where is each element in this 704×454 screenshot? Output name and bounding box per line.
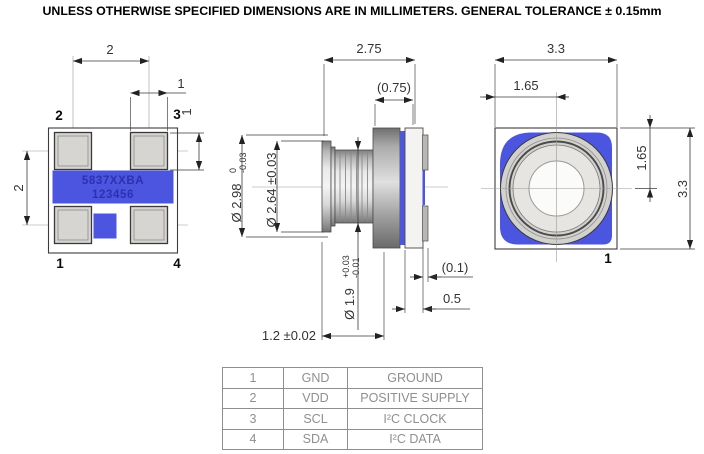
can-barrel <box>334 149 374 224</box>
dim-substrate-thickness: 0.5 <box>443 291 461 306</box>
dim-dia-mid: Ø 2.64 ±0.03 <box>264 152 279 227</box>
pad-4 <box>129 205 169 245</box>
drawing-canvas: 5837XXBA 123456 2 3 1 4 2 1 2 1 <box>11 41 695 343</box>
table-row: 1 GND GROUND <box>222 367 483 389</box>
dim-pad-height: 1 <box>179 108 194 115</box>
pad-label-3: 3 <box>173 107 181 122</box>
pin-table: 1 GND GROUND 2 VDD POSITIVE SUPPLY 3 SCL… <box>222 367 483 450</box>
dim-body-width: 3.3 <box>547 41 565 56</box>
dim-pad-width: 1 <box>177 76 184 91</box>
marking-line1: 5837XXBA <box>82 175 144 187</box>
top-view: 3.3 1.65 1.65 3.3 1 <box>480 41 695 266</box>
pin-number-cell: 3 <box>222 408 284 430</box>
dim-barrel-length: 1.2 ±0.02 <box>262 328 316 343</box>
dim-pad-pitch-horizontal: 2 <box>106 42 113 57</box>
pad-label-1: 1 <box>56 256 64 271</box>
pin-description-cell: GROUND <box>347 367 483 389</box>
dim-pad-standoff: (0.1) <box>442 260 469 275</box>
pad-3 <box>129 131 169 171</box>
svg-text:Ø 1.9: Ø 1.9 <box>342 288 357 320</box>
orientation-mark <box>93 213 117 239</box>
side-pad-top <box>422 134 429 171</box>
dim-pad-pitch-vertical: 2 <box>11 184 26 191</box>
table-row: 4 SDA I²C DATA <box>222 428 483 450</box>
pad-1 <box>53 205 93 245</box>
dim-dia-outer: Ø 2.98 0 -0.03 <box>228 152 248 222</box>
dim-flange-width: (0.75) <box>377 80 411 95</box>
dim-half-height: 1.65 <box>634 145 649 170</box>
dim-half-width: 1.65 <box>513 78 538 93</box>
pin-name-cell: SCL <box>283 408 348 430</box>
side-view: 2.75 (0.75) Ø 2.98 0 -0.03 Ø 2.64 ±0.03 … <box>228 41 473 343</box>
svg-text:-0.01: -0.01 <box>351 257 361 278</box>
can-flange <box>372 127 401 249</box>
can-rim <box>321 140 332 233</box>
pin-number-cell: 1 <box>222 367 284 389</box>
table-row: 3 SCL I²C CLOCK <box>222 408 483 430</box>
dim-body-height: 3.3 <box>675 180 690 198</box>
side-pad-bottom <box>422 205 429 242</box>
svg-text:+0.03: +0.03 <box>341 255 351 278</box>
body-edge <box>400 131 405 245</box>
svg-text:Ø 2.98: Ø 2.98 <box>229 183 244 222</box>
pin1-marker-label: 1 <box>604 251 612 266</box>
pin-description-cell: I²C DATA <box>347 428 483 450</box>
body-edge-between-pads <box>422 170 425 205</box>
dim-dia-port: Ø 1.9 +0.03 -0.01 <box>341 255 361 320</box>
barrel-grooves <box>339 151 368 222</box>
can-rim-step <box>330 146 336 227</box>
substrate <box>404 127 424 249</box>
pin-name-cell: GND <box>283 367 348 389</box>
pad-2 <box>53 131 93 171</box>
marking-line2: 123456 <box>92 189 134 201</box>
pin-name-cell: VDD <box>283 387 348 409</box>
pin-number-cell: 4 <box>222 428 284 450</box>
pin-description-cell: POSITIVE SUPPLY <box>347 387 483 409</box>
pin-number-cell: 2 <box>222 387 284 409</box>
bottom-view: 5837XXBA 123456 2 3 1 4 2 1 2 1 <box>11 42 204 271</box>
pin-name-cell: SDA <box>283 428 348 450</box>
pad-label-4: 4 <box>173 256 181 271</box>
svg-text:0: 0 <box>228 168 238 173</box>
dim-overall-height: 2.75 <box>356 41 381 56</box>
mold-band <box>52 170 174 204</box>
table-row: 2 VDD POSITIVE SUPPLY <box>222 387 483 409</box>
pad-label-2: 2 <box>55 108 63 123</box>
drawing-title: UNLESS OTHERWISE SPECIFIED DIMENSIONS AR… <box>42 4 662 18</box>
pin-description-cell: I²C CLOCK <box>347 408 483 430</box>
svg-text:-0.03: -0.03 <box>238 152 248 173</box>
